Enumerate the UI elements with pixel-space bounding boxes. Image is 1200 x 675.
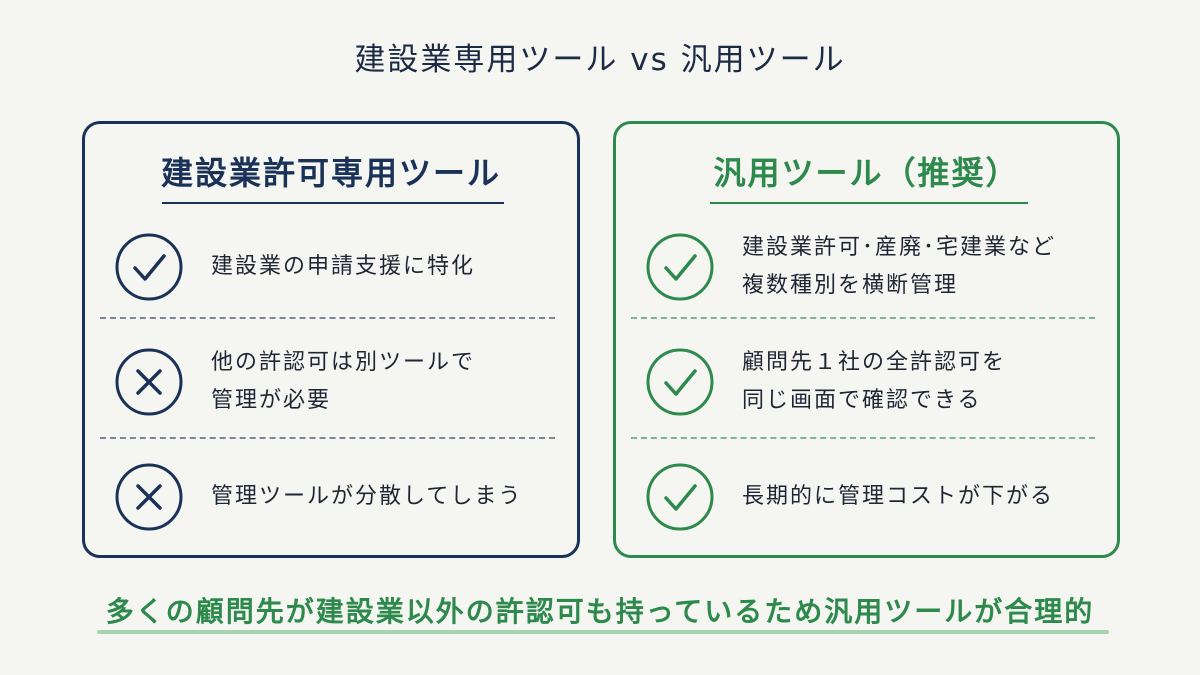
dedicated-item-1: 建設業の申請支援に特化 bbox=[113, 212, 557, 322]
cross-icon bbox=[115, 348, 183, 416]
conclusion-underline bbox=[97, 630, 1109, 634]
dedicated-item-3: 管理ツールが分散してしまう bbox=[113, 442, 557, 552]
item-text: 建設業許可･産廃･宅建業など 複数種別を横断管理 bbox=[742, 235, 1057, 298]
general-item-1: 建設業許可･産廃･宅建業など 複数種別を横断管理 bbox=[644, 212, 1097, 322]
dedicated-item-2: 他の許認可は別ツールで 管理が必要 bbox=[113, 327, 557, 437]
divider bbox=[631, 317, 1095, 319]
check-icon bbox=[115, 233, 183, 301]
divider bbox=[100, 317, 555, 319]
divider bbox=[631, 437, 1095, 439]
general-item-2: 顧問先１社の全許認可を 同じ画面で確認できる bbox=[644, 327, 1097, 437]
heading-underline bbox=[162, 202, 504, 204]
general-item-3: 長期的に管理コストが下がる bbox=[644, 442, 1097, 552]
divider bbox=[100, 437, 555, 439]
page-title: 建設業専用ツール vs 汎用ツール bbox=[354, 42, 846, 78]
general-tool-panel: 汎用ツール（推奨） 建設業許可･産廃･宅建業など 複数種別を横断管理 顧問先１社… bbox=[613, 121, 1120, 558]
dedicated-tool-panel: 建設業許可専用ツール 建設業の申請支援に特化 他の許認可は別ツールで 管理が必要… bbox=[82, 121, 580, 558]
item-text: 長期的に管理コストが下がる bbox=[742, 484, 1055, 509]
item-text: 顧問先１社の全許認可を 同じ画面で確認できる bbox=[742, 350, 1007, 413]
conclusion-text: 多くの顧問先が建設業以外の許認可も持っているため汎用ツールが合理的 bbox=[105, 595, 1095, 628]
heading-underline bbox=[710, 202, 1028, 204]
check-icon bbox=[646, 233, 714, 301]
check-icon bbox=[646, 463, 714, 531]
item-text: 管理ツールが分散してしまう bbox=[211, 484, 523, 509]
item-text: 建設業の申請支援に特化 bbox=[211, 254, 476, 279]
item-text: 他の許認可は別ツールで 管理が必要 bbox=[211, 350, 476, 413]
check-icon bbox=[646, 348, 714, 416]
cross-icon bbox=[115, 463, 183, 531]
general-tool-heading: 汎用ツール（推奨） bbox=[713, 154, 1020, 192]
dedicated-tool-heading: 建設業許可専用ツール bbox=[160, 154, 501, 192]
